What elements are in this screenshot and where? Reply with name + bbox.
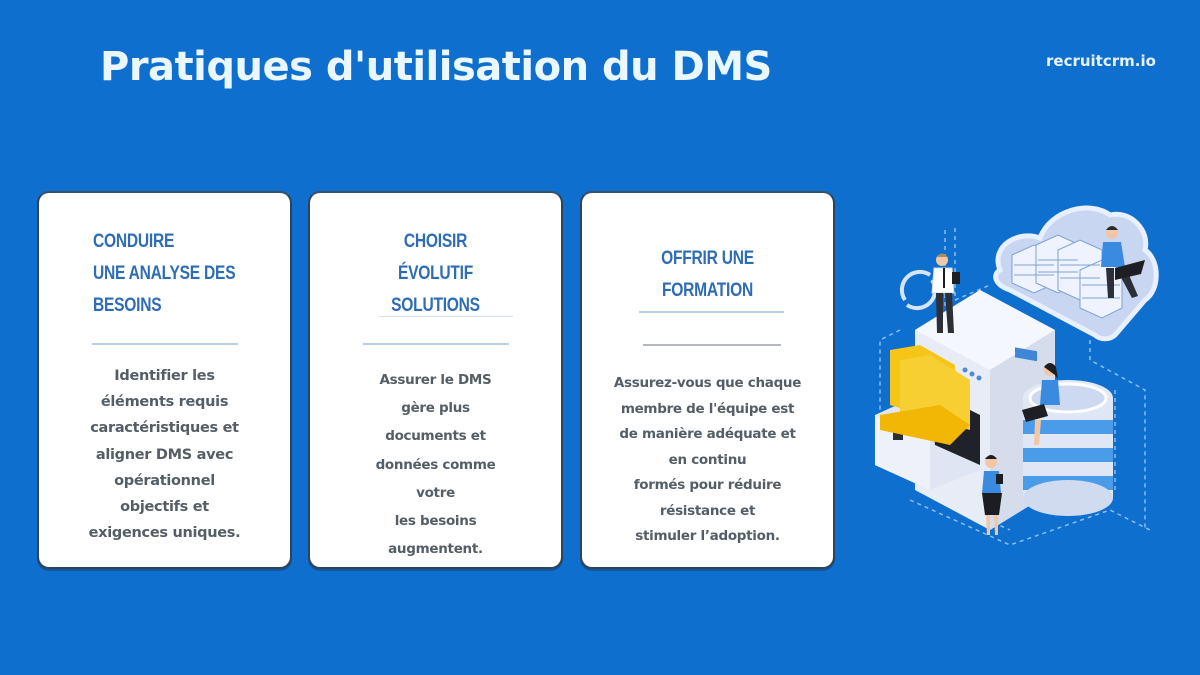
card-body: Assurez-vous que chaque membre de l'équi… [613,375,802,544]
card-divider [639,311,784,313]
card-divider [92,343,238,345]
card-heading: CONDUIRE UNE ANALYSE DES BESOINS [93,231,236,316]
card-divider [363,343,509,345]
document-management-illustration-icon [860,190,1200,550]
brand-logo-text: recruitcrm.io [1046,52,1156,70]
card-heading: OFFRIR UNE FORMATION [661,248,754,301]
card-divider-secondary [643,344,781,346]
card-divider-faint [379,316,513,317]
practice-card-training: OFFRIR UNE FORMATION Assurez-vous que ch… [580,191,835,569]
card-body: Assurer le DMS gère plus documents et do… [375,372,496,558]
practice-card-scalable-solutions: CHOISIR ÉVOLUTIF SOLUTIONS Assurer le DM… [308,191,563,569]
page-title: Pratiques d'utilisation du DMS [100,44,772,90]
card-body: Identifier les éléments requis caractéri… [88,368,241,542]
card-heading: CHOISIR ÉVOLUTIF SOLUTIONS [391,231,480,316]
practice-card-needs-analysis: CONDUIRE UNE ANALYSE DES BESOINS Identif… [37,191,292,569]
